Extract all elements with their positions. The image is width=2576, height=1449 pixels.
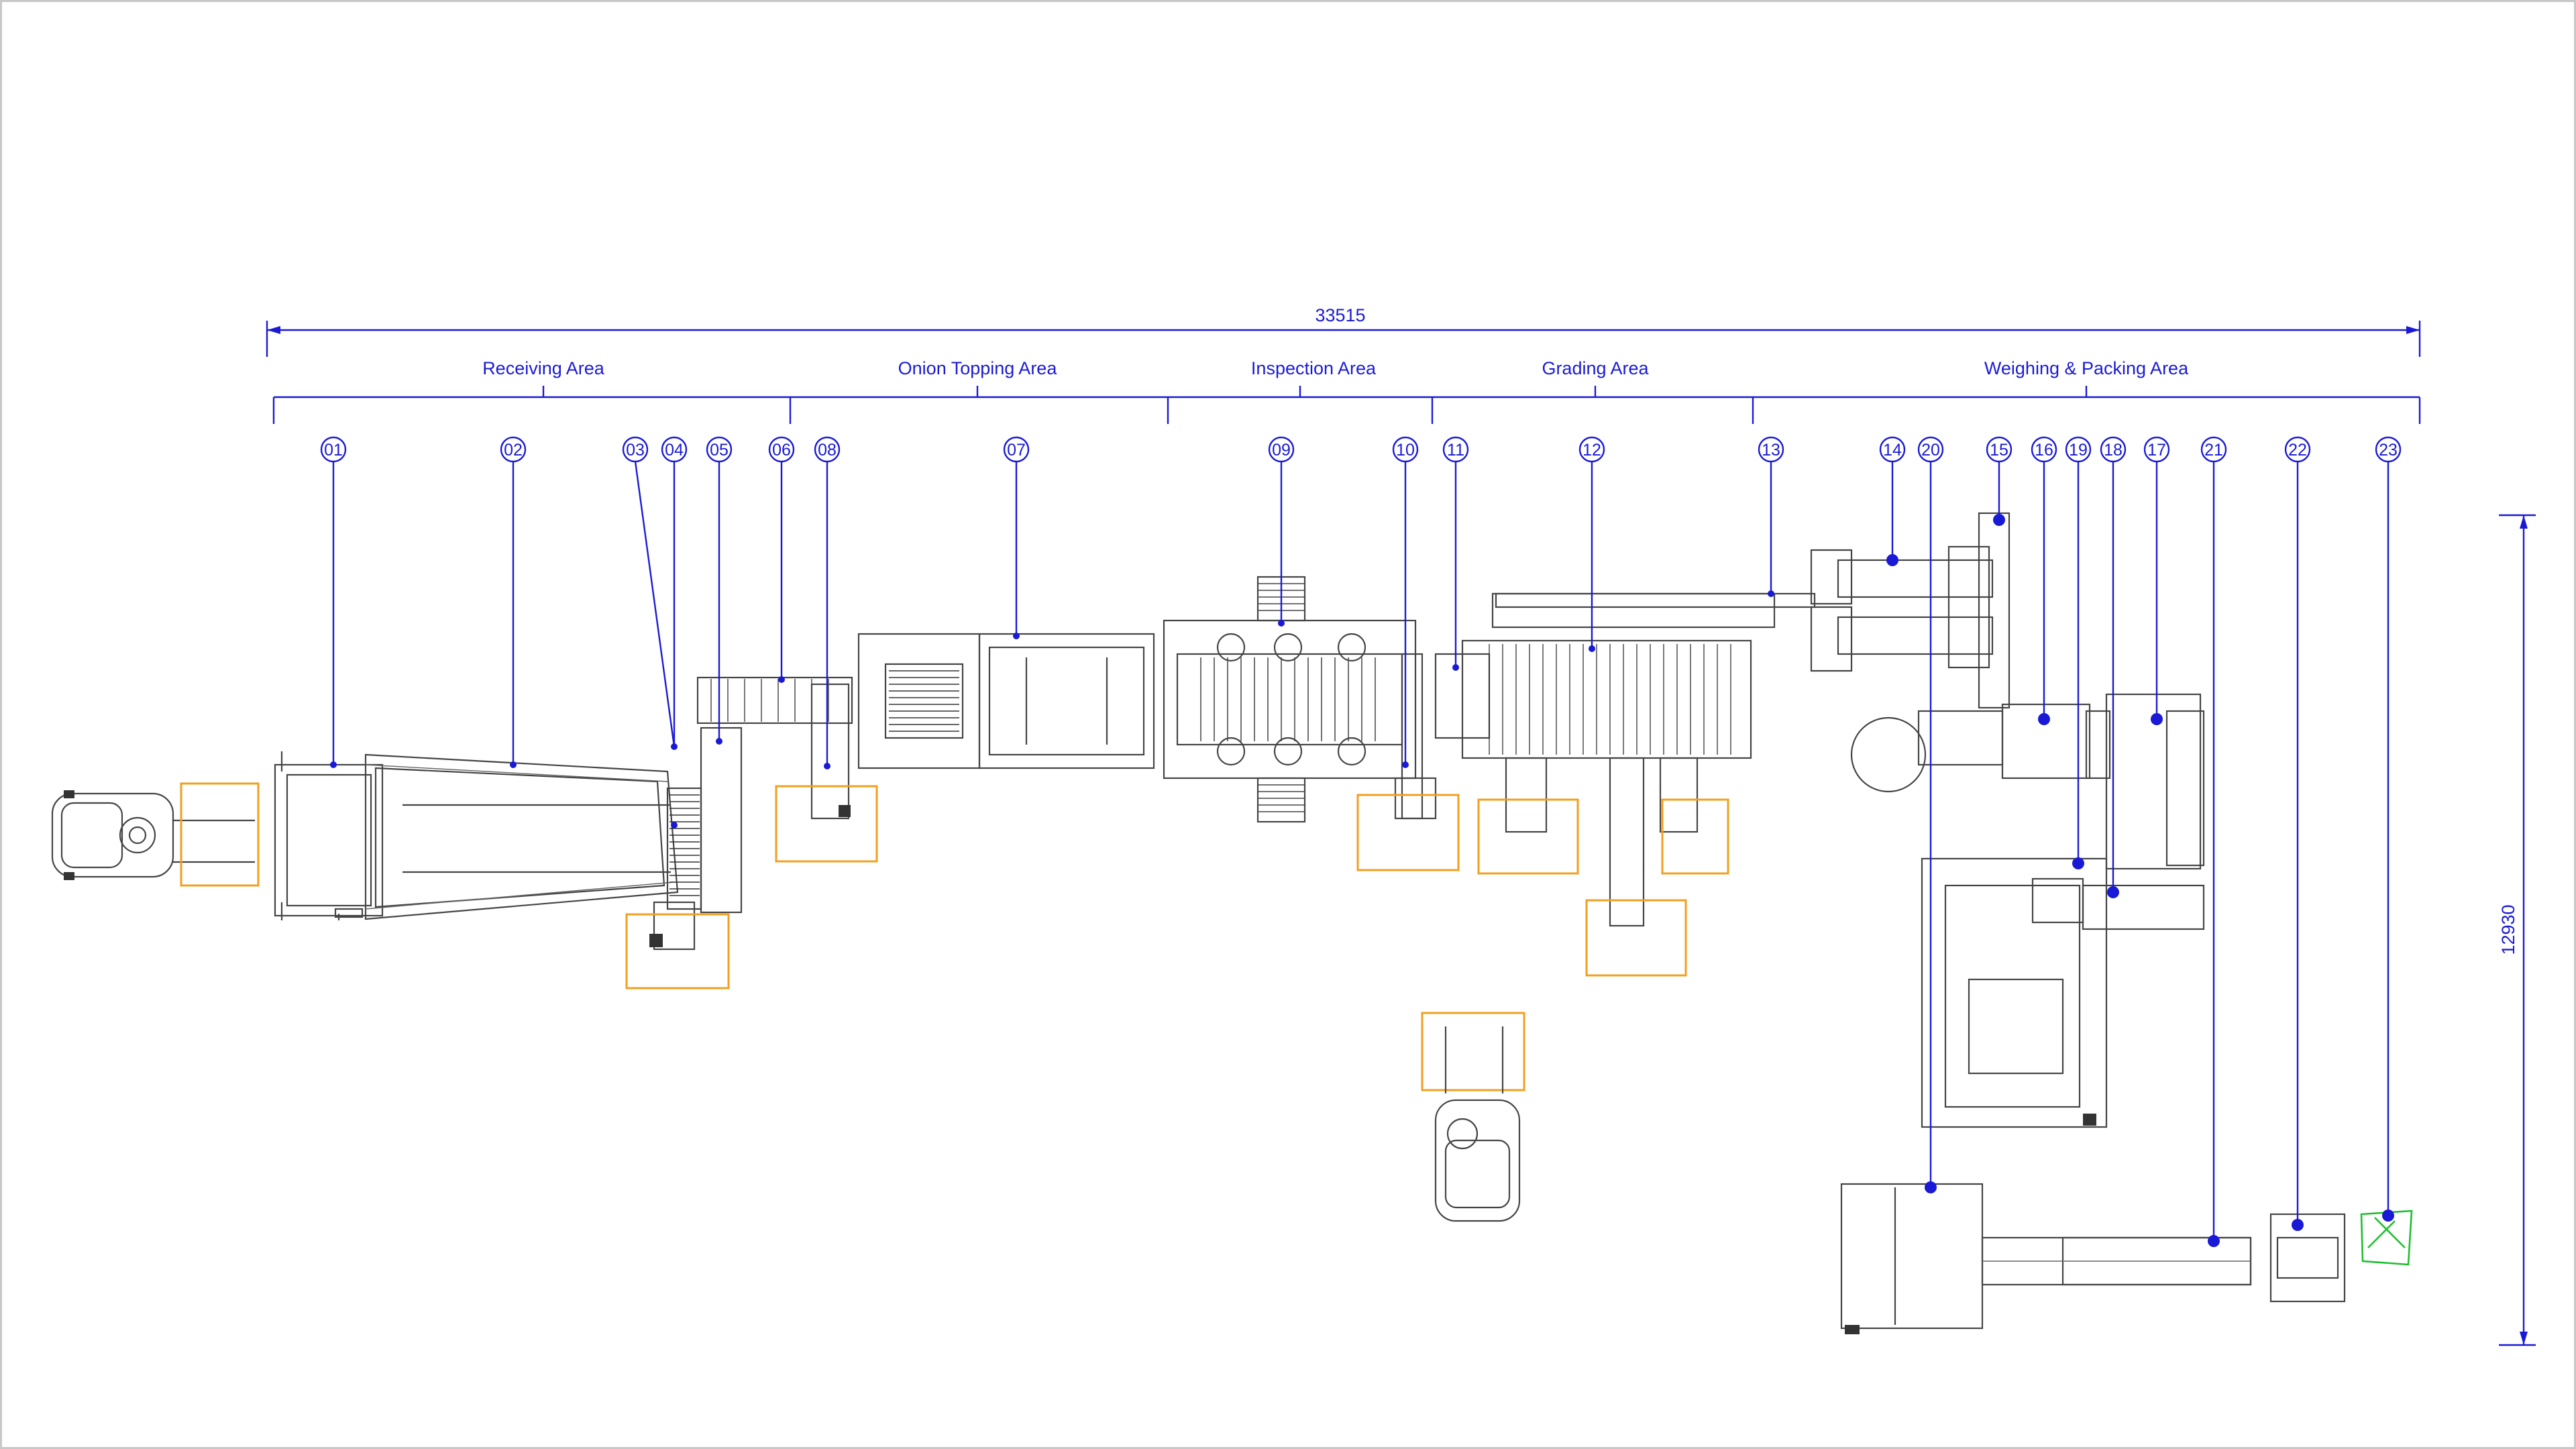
svg-text:21: 21 [2204,441,2223,460]
area-label-grading: Grading Area [1542,358,1649,378]
callout-13: 13 [1758,436,1784,463]
callout-21: 21 [2200,436,2227,463]
svg-text:05: 05 [710,441,729,460]
label-station [2269,1213,2346,1303]
operator-zone-12c [1585,899,1687,977]
svg-text:20: 20 [1921,441,1940,460]
operator-zone-08 [775,785,878,863]
item-callouts: 01 02 03 04 05 06 08 07 09 10 11 12 13 1… [320,436,2402,1247]
svg-text:01: 01 [324,441,343,460]
svg-text:13: 13 [1762,441,1780,460]
bin-conveyor [364,753,679,920]
svg-text:18: 18 [2104,441,2123,460]
callout-23: 23 [2375,436,2402,463]
callout-18: 18 [2100,436,2127,463]
elevator-roller [649,727,743,951]
svg-text:06: 06 [772,441,791,460]
operator-zone-01 [180,782,260,887]
area-dimension-row: Receiving Area Onion Topping Area Inspec… [272,358,2421,424]
operator-zone-10 [1356,794,1460,871]
svg-text:10: 10 [1396,441,1415,460]
area-label-onion-topping: Onion Topping Area [898,358,1058,378]
svg-text:15: 15 [1990,441,2008,460]
callout-22: 22 [2284,436,2311,463]
weigher-feed-conveyor [1495,592,1816,608]
callout-16: 16 [2031,436,2057,463]
svg-text:09: 09 [1272,441,1291,460]
callout-03: 03 [622,436,649,463]
svg-text:12: 12 [1582,441,1601,460]
svg-text:03: 03 [626,441,645,460]
callout-15: 15 [1986,436,2012,463]
onion-topper [857,633,1155,769]
forklift-left [51,790,255,880]
callout-14: 14 [1879,436,1906,463]
callout-02: 02 [500,436,527,463]
svg-text:02: 02 [504,441,523,460]
callout-11: 11 [1442,436,1469,463]
callout-05: 05 [706,436,733,463]
operator-zone-12a [1477,798,1579,875]
palletizer-cell [1921,857,2205,1128]
case-station [2105,693,2205,870]
callout-07: 07 [1003,436,1030,463]
callout-10: 10 [1392,436,1419,463]
callout-12: 12 [1578,436,1605,463]
pallet-wrapper [1840,1183,1984,1334]
callout-08: 08 [814,436,841,463]
area-label-weighing-packing: Weighing & Packing Area [1984,358,2189,378]
overall-height-dimension: 12930 [2498,514,2536,1346]
svg-text:14: 14 [1883,441,1902,460]
overall-length-dimension: 33515 [266,305,2421,357]
receiving-hopper [274,751,384,920]
svg-text:04: 04 [665,441,684,460]
incline-conveyor [696,676,853,820]
callout-04: 04 [661,436,688,463]
outlet-exit [2360,1210,2413,1266]
callout-19: 19 [2065,436,2092,463]
svg-text:19: 19 [2069,441,2088,460]
roller-grader [1434,592,1776,927]
multihead-weighers [1810,545,1994,672]
svg-text:08: 08 [818,441,837,460]
bagging-machine [1850,512,2111,793]
callout-20: 20 [1917,436,1944,463]
forklift-bottom [1421,1012,1525,1222]
svg-text:17: 17 [2147,441,2166,460]
callout-06: 06 [768,436,795,463]
inspection-table [1163,576,1417,823]
svg-text:07: 07 [1007,441,1026,460]
transfer-conveyor [1394,653,1437,820]
svg-text:23: 23 [2379,441,2398,460]
operator-zone-12b [1661,798,1729,875]
callout-17: 17 [2143,436,2170,463]
overall-length-value: 33515 [1315,305,1365,325]
svg-text:22: 22 [2288,441,2307,460]
area-label-receiving: Receiving Area [482,358,605,378]
svg-text:16: 16 [2035,441,2053,460]
area-label-inspection: Inspection Area [1251,358,1377,378]
callout-01: 01 [320,436,347,463]
operator-zone-03 [625,913,730,989]
overall-height-value: 12930 [2498,904,2518,955]
svg-text:11: 11 [1447,441,1464,460]
callout-09: 09 [1268,436,1295,463]
pallet-conveyor [1981,1236,2252,1286]
